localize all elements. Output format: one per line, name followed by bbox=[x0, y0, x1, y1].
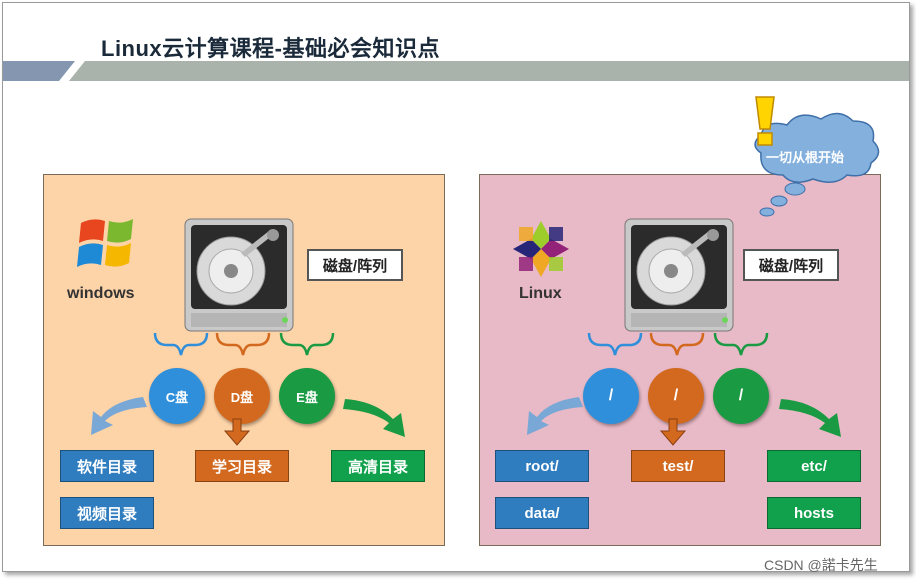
dir-software: 软件目录 bbox=[60, 450, 154, 482]
linux-logo-icon bbox=[511, 219, 571, 279]
slide: Linux云计算课程-基础必会知识点 windows 磁盘/阵列 C盘 D盘 E… bbox=[2, 2, 910, 572]
windows-label: windows bbox=[67, 285, 135, 303]
dir-data: data/ bbox=[495, 497, 589, 529]
exclamation-icon bbox=[752, 95, 778, 149]
dir-root: root/ bbox=[495, 450, 589, 482]
partition-braces bbox=[149, 331, 349, 361]
dir-video: 视频目录 bbox=[60, 497, 154, 529]
disk-array-label: 磁盘/阵列 bbox=[743, 249, 839, 281]
dir-hd: 高清目录 bbox=[331, 450, 425, 482]
dir-test: test/ bbox=[631, 450, 725, 482]
disk-array-label: 磁盘/阵列 bbox=[307, 249, 403, 281]
dir-etc: etc/ bbox=[767, 450, 861, 482]
dir-hosts: hosts bbox=[767, 497, 861, 529]
page-title: Linux云计算课程-基础必会知识点 bbox=[101, 31, 440, 63]
partition-braces bbox=[583, 331, 783, 361]
cloud-caption: 一切从根开始 bbox=[766, 147, 844, 166]
watermark: CSDN @諾卡先生 bbox=[764, 555, 878, 575]
hard-drive-icon bbox=[181, 217, 297, 335]
dir-study: 学习目录 bbox=[195, 450, 289, 482]
linux-label: Linux bbox=[519, 285, 562, 303]
hard-drive-icon bbox=[621, 217, 737, 335]
windows-logo-icon bbox=[73, 213, 143, 273]
